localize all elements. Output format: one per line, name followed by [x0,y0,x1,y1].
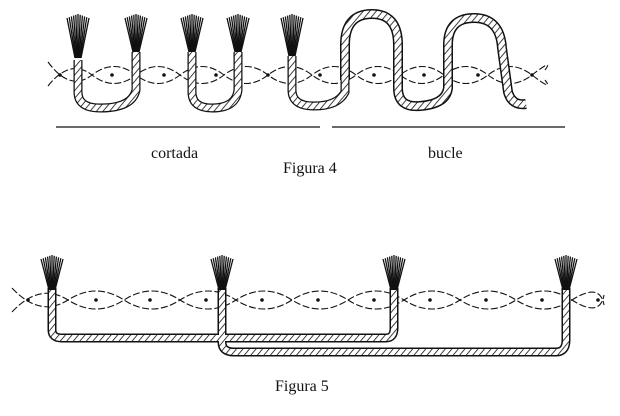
weave-dot [316,298,320,302]
fig4-cut-tufts [66,14,304,59]
cut-tuft [554,255,578,291]
cut-pile-label: cortada [151,145,199,162]
cut-tuft [226,14,250,53]
figure-4-caption: Figura 4 [283,160,337,177]
fig4-cut-pile-loops-inner [74,52,349,112]
weave-dot [530,73,534,77]
fig5-weave-dots [26,298,600,302]
weave-dot [422,73,426,77]
weave-dot [162,73,166,77]
weave-dot [26,298,30,302]
weave-dot [58,73,62,77]
fig5-back-yarns [47,288,571,357]
fig5-backing-weave [11,287,605,313]
figure-5-caption: Figura 5 [275,378,329,395]
figure-5-illustration [11,255,605,357]
weave-dot [204,298,208,302]
figure-4-illustration [47,8,565,128]
loop-pile-label: bucle [428,145,463,162]
weave-dot [110,73,114,77]
weave-dot [476,73,480,77]
weave-dot [260,298,264,302]
cut-tuft [382,255,406,291]
cut-tuft [124,14,148,53]
weave-dot [94,298,98,302]
fig5-cut-tufts [40,255,578,291]
fig4-weave-dots [58,73,534,77]
cut-tuft [180,14,204,53]
weave-dot [428,298,432,302]
weave-dot [596,298,600,302]
weave-dot [484,298,488,302]
cut-tuft [280,14,304,57]
weave-dot [266,73,270,77]
fig4-cut-pile-loops [73,52,350,113]
cut-tuft [40,255,64,291]
weave-dot [372,73,376,77]
weave-dot [148,298,152,302]
weave-dot [540,298,544,302]
cut-tuft [66,14,90,59]
weave-dot [214,73,218,77]
weave-dot [372,298,376,302]
weave-dot [318,73,322,77]
fig4-loop-pile [340,8,527,112]
cut-tuft [210,255,234,291]
fig4-backing-weave [47,61,549,87]
